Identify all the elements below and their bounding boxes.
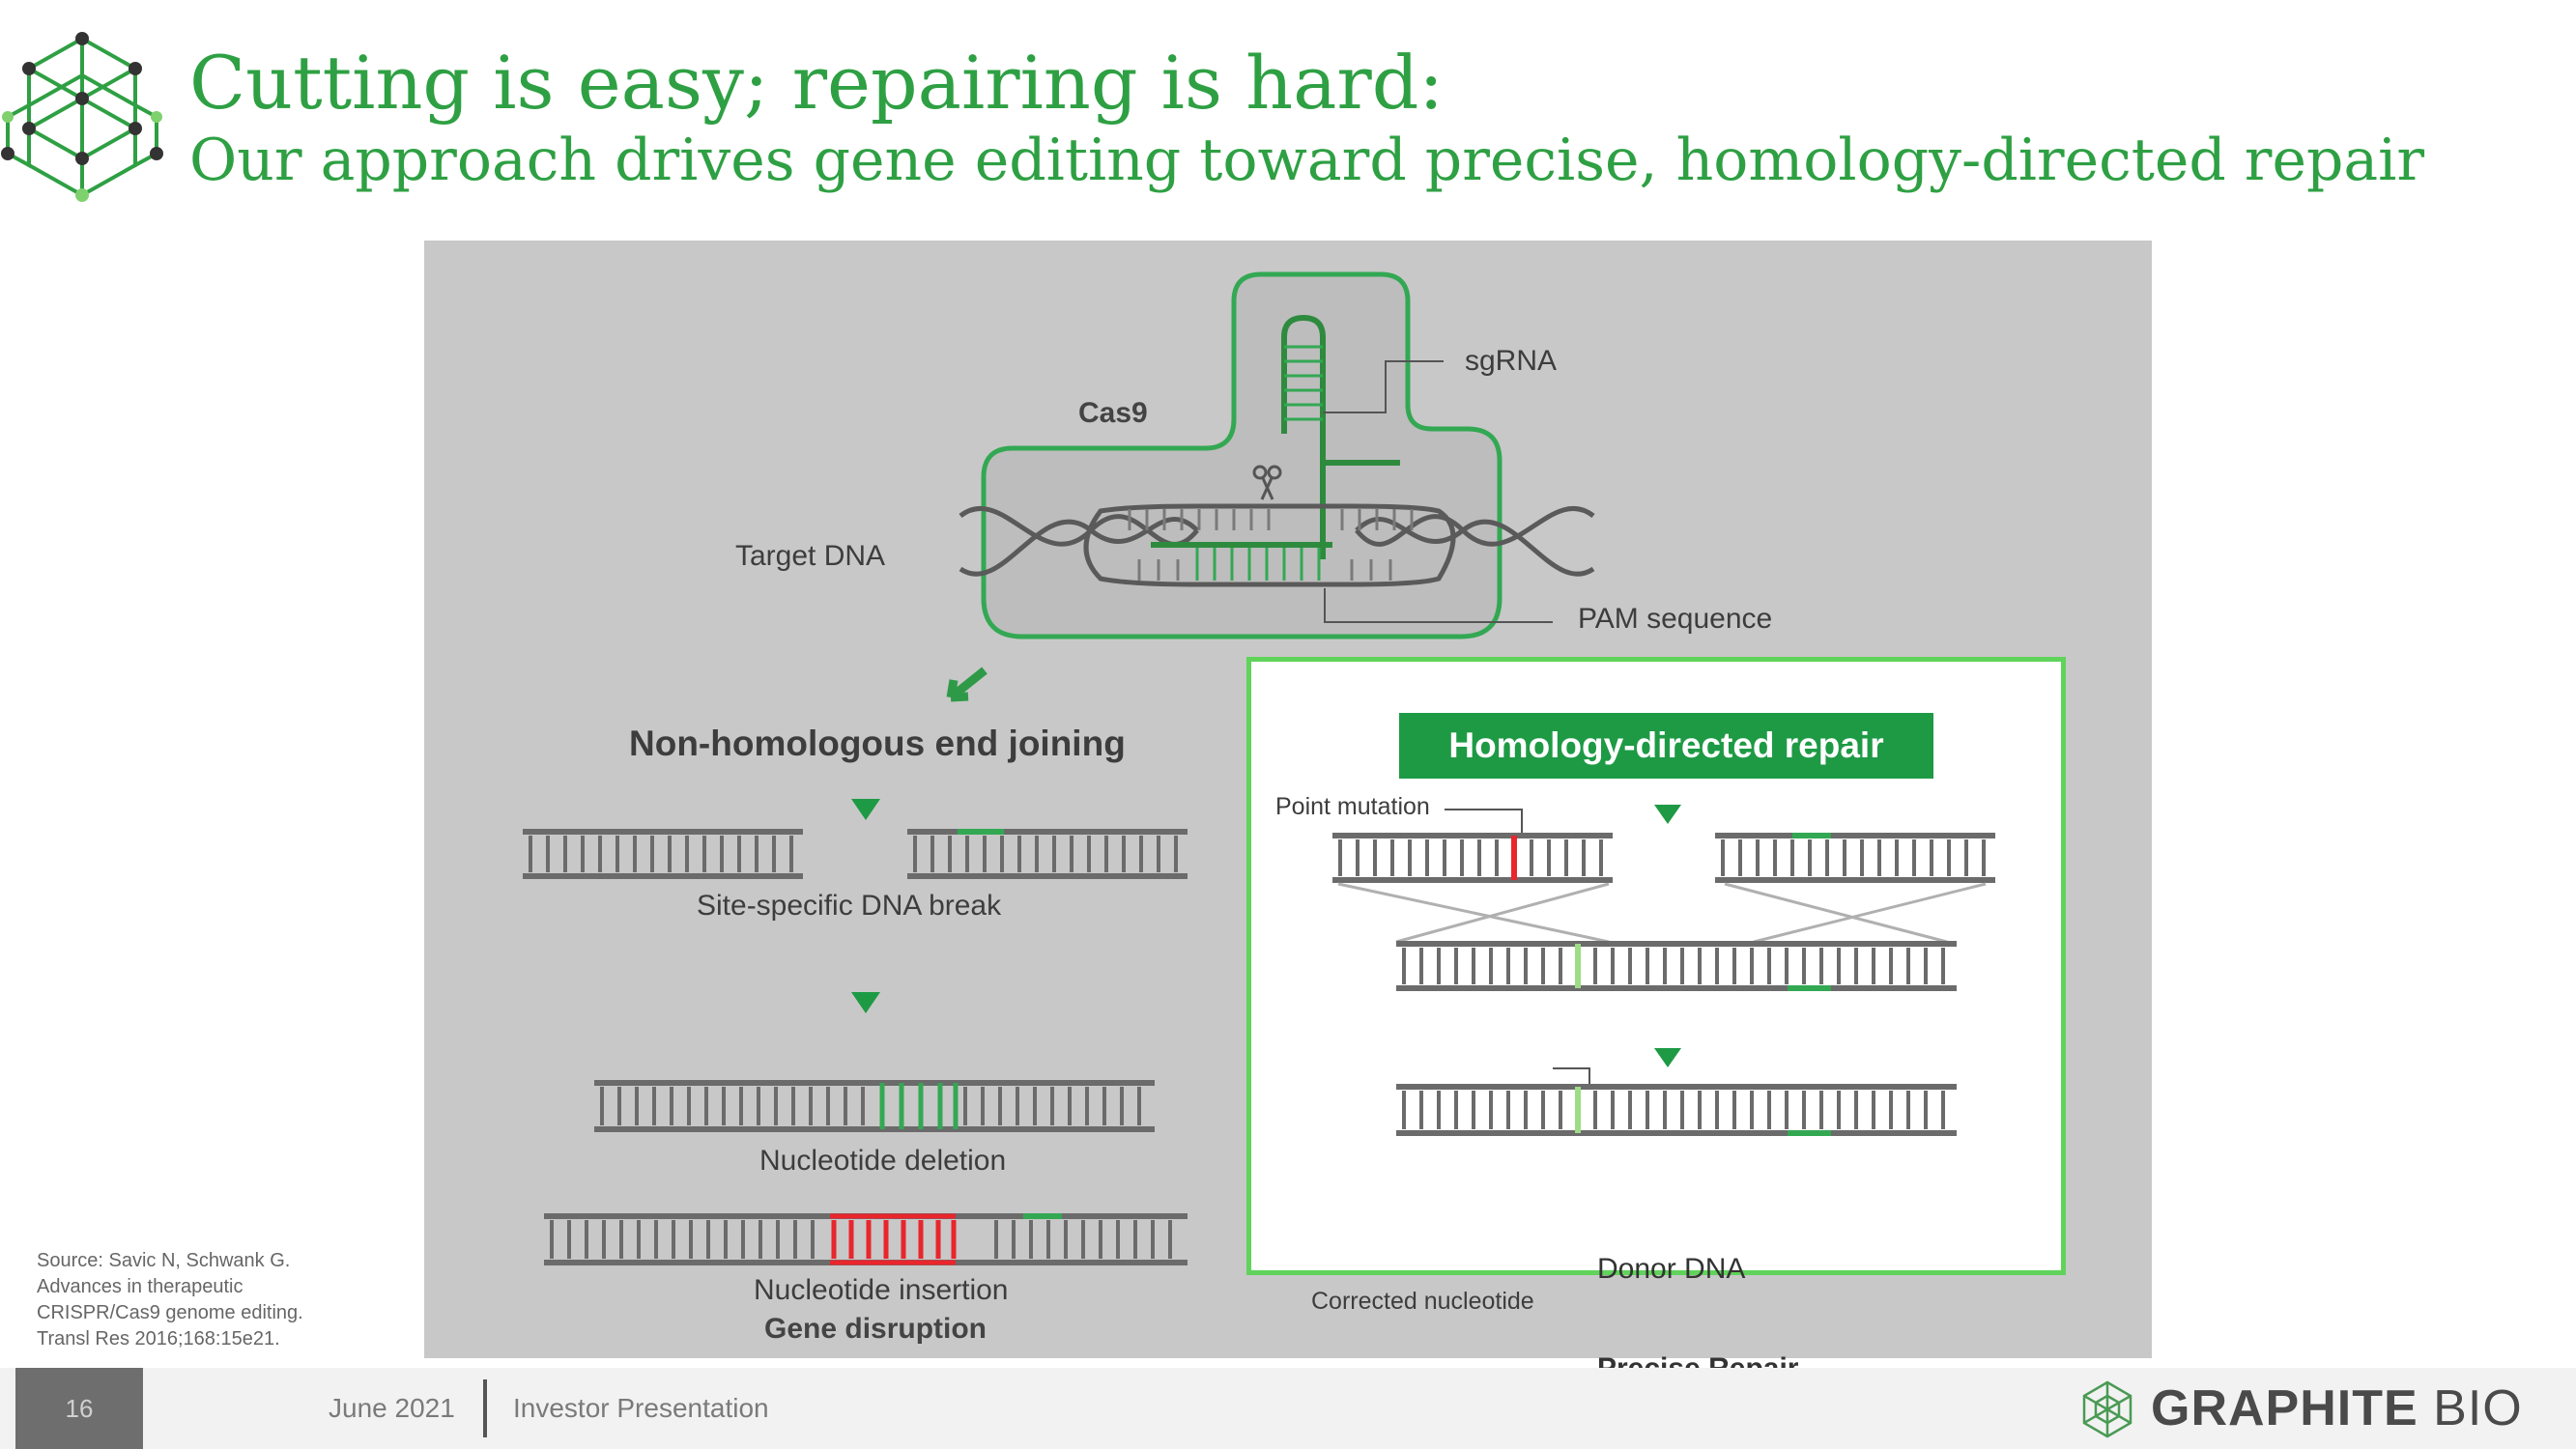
scissors-icon: [1252, 465, 1282, 500]
source-citation: Source: Savic N, Schwank G. Advances in …: [37, 1248, 356, 1352]
crispr-repair-diagram: Point mutation Donor DNA Corrected nucle…: [424, 241, 2152, 1384]
sgrna-label: sgRNA: [1465, 345, 1558, 377]
cas9-protein-shape: [981, 271, 1503, 639]
brand-wordmark-light: BIO: [2433, 1380, 2523, 1436]
slide-footer: 16 June 2021 Investor Presentation GRAPH…: [0, 1368, 2576, 1449]
hdr-graphics: [1332, 805, 1995, 1136]
nhej-title: Non-homologous end joining: [629, 724, 1126, 763]
dna-fragment-left: [523, 829, 803, 879]
point-mutation-label: Point mutation: [1275, 793, 1430, 820]
footer-divider: [483, 1379, 487, 1437]
footer-date: June 2021: [329, 1393, 455, 1423]
insertion-dna: [544, 1213, 1188, 1265]
brand-wordmark: GRAPHITE BIO: [2151, 1374, 2523, 1443]
donor-dna-label: Donor DNA: [1597, 1253, 1746, 1285]
sgrna-hairpin: [1281, 314, 1326, 559]
dna-fragment-right: [907, 829, 1188, 879]
nucleotide-deletion-label: Nucleotide deletion: [759, 1145, 1007, 1177]
pam-sequence-label: PAM sequence: [1578, 603, 1773, 635]
dna-break-label: Site-specific DNA break: [697, 890, 1002, 922]
source-line-4: Transl Res 2016;168:15e21.: [37, 1328, 280, 1350]
hdr-arrow-1: [1654, 805, 1681, 824]
source-line-1: Source: Savic N, Schwank G.: [37, 1250, 291, 1271]
target-dna-label: Target DNA: [735, 540, 886, 572]
graphite-logo-icon: [1, 32, 163, 202]
nucleotide-insertion-label: Nucleotide insertion: [754, 1274, 1009, 1306]
hdr-arrow-2: [1654, 1048, 1681, 1067]
nhej-arrow-2: [851, 992, 880, 1013]
footer-presentation-name: Investor Presentation: [513, 1393, 769, 1423]
source-line-2: Advances in therapeutic: [37, 1276, 243, 1297]
arrow-to-nhej: [946, 667, 987, 702]
slide-title: Cutting is easy; repairing is hard:: [189, 40, 1444, 126]
deletion-dna: [594, 1080, 1155, 1132]
brand-wordmark-bold: GRAPHITE: [2151, 1380, 2419, 1436]
source-line-3: CRISPR/Cas9 genome editing.: [37, 1302, 303, 1323]
gene-disruption-label: Gene disruption: [764, 1313, 987, 1345]
nhej-arrow-1: [851, 799, 880, 820]
graphite-bio-logo-icon: [2082, 1380, 2132, 1438]
diagram-graphics: [523, 271, 1595, 1265]
page-number: 16: [15, 1368, 143, 1449]
corrected-nucleotide-label: Corrected nucleotide: [1311, 1288, 1534, 1315]
slide-subtitle: Our approach drives gene editing toward …: [189, 127, 2425, 194]
cas9-label: Cas9: [1078, 397, 1148, 429]
hdr-title: Homology-directed repair: [1399, 713, 1933, 779]
